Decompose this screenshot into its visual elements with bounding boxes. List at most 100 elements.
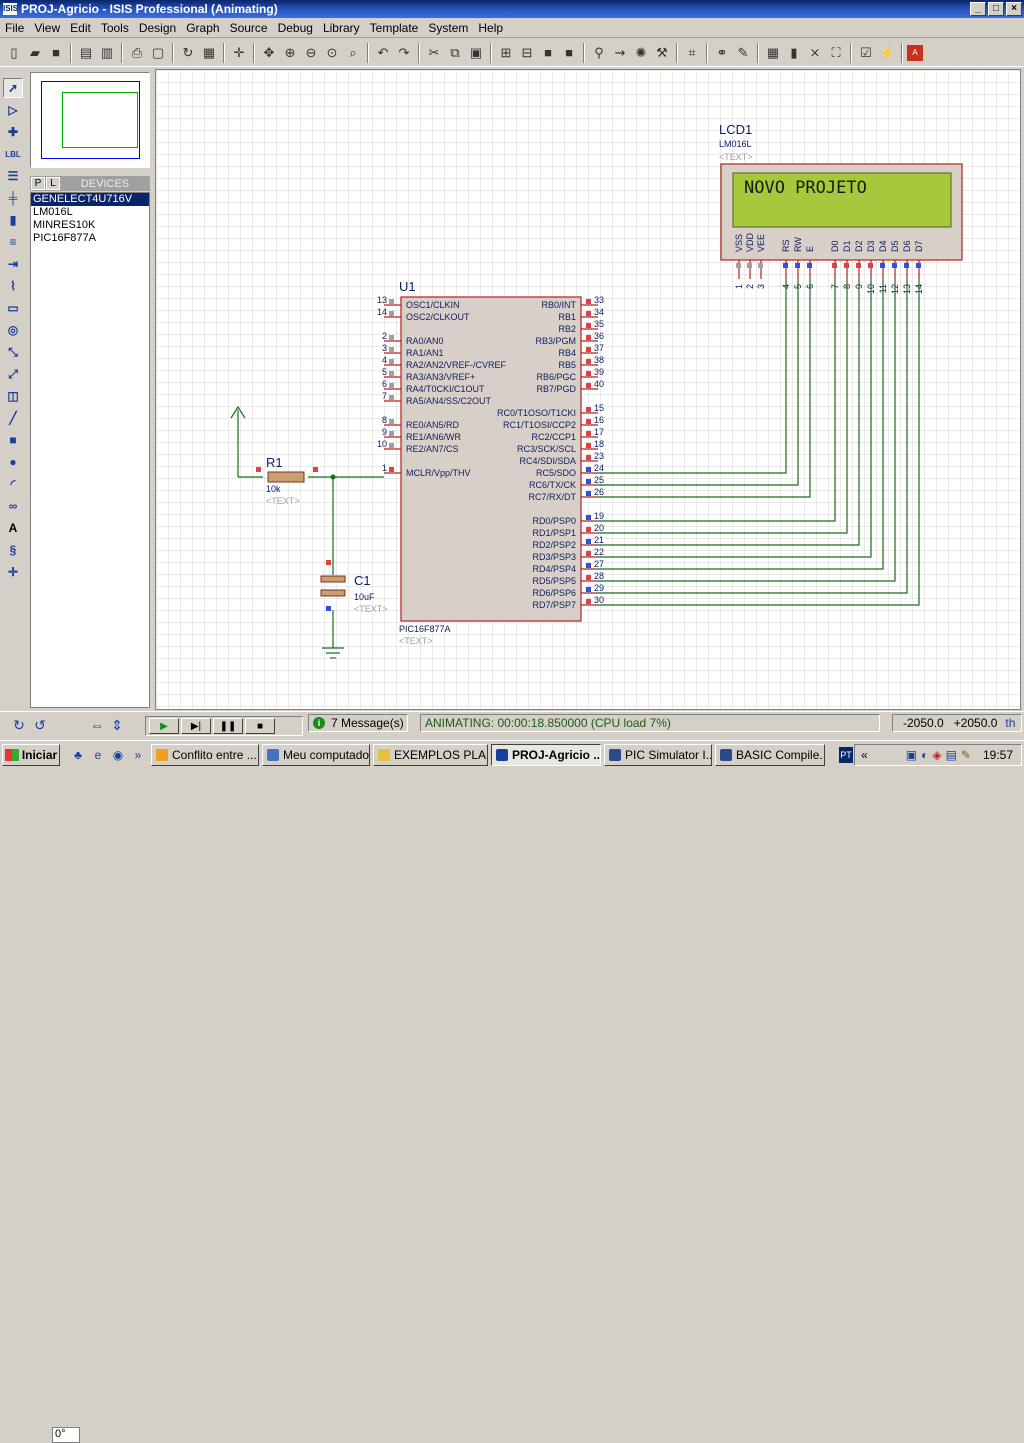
generator-icon[interactable]: ◎ [7, 323, 19, 337]
arc-icon[interactable]: ◜ [10, 477, 16, 491]
decompose-icon[interactable]: ⚒ [656, 44, 668, 60]
voltage-probe-icon[interactable]: ⤡ [8, 344, 18, 359]
tray-pen-icon[interactable]: ✎ [960, 748, 971, 762]
rotation-input[interactable]: 0° [52, 1427, 80, 1443]
print-icon[interactable]: ⎙ [131, 44, 143, 60]
make-device-icon[interactable]: ⇝ [614, 44, 626, 60]
wire-autorouter-icon[interactable]: ⌗ [688, 44, 696, 60]
grid-icon[interactable]: ▦ [202, 44, 216, 60]
search-tag-icon[interactable]: ⚭ [716, 44, 728, 60]
tray-chevron-icon[interactable]: « [861, 748, 868, 762]
exit-to-parent-icon[interactable]: ⨯ [809, 44, 821, 60]
mcu-body[interactable] [400, 296, 582, 622]
block-move-icon[interactable]: ⊟ [521, 44, 533, 60]
quicklaunch-media-icon[interactable]: ◉ [112, 747, 124, 762]
package-tool-icon[interactable]: ✺ [635, 44, 647, 60]
messages-panel[interactable]: i 7 Message(s) [308, 714, 408, 732]
box-icon[interactable]: ■ [9, 433, 17, 447]
new-sheet-icon[interactable]: ▦ [766, 44, 780, 60]
virtual-instrument-icon[interactable]: ◫ [7, 389, 19, 403]
device-pin-icon[interactable]: ⇥ [7, 257, 19, 271]
cut-icon[interactable]: ✂ [428, 44, 440, 60]
pause-button[interactable]: ❚❚ [213, 718, 243, 734]
mirror-x-icon[interactable]: ⇔ [90, 717, 104, 733]
netlist-icon[interactable]: ⚡ [878, 44, 896, 60]
device-item[interactable]: MINRES10K [33, 219, 96, 231]
close-button[interactable]: × [1006, 2, 1022, 16]
graph-icon[interactable]: ⌇ [10, 279, 16, 293]
current-probe-icon[interactable]: ⤢ [8, 366, 18, 381]
library-manager-button[interactable]: L [46, 177, 60, 190]
ares-icon[interactable]: A [907, 44, 923, 61]
line-icon[interactable]: ╱ [9, 411, 17, 425]
device-item[interactable]: GENELECT4U716V [31, 193, 149, 206]
redo-icon[interactable]: ↷ [398, 44, 410, 60]
menu-view[interactable]: View [34, 20, 61, 35]
wire-label-icon[interactable]: LBL [5, 149, 21, 159]
stop-button[interactable]: ■ [245, 718, 275, 734]
task-button[interactable]: EXEMPLOS PLA... [373, 743, 488, 766]
zoom-area-icon[interactable]: ⌕ [349, 44, 357, 60]
rotate-ccw-icon[interactable]: ↺ [34, 716, 46, 733]
open-folder-icon[interactable]: ▰ [30, 44, 40, 60]
tape-recorder-icon[interactable]: ▭ [7, 301, 19, 315]
rotate-cw-icon[interactable]: ↻ [13, 716, 25, 733]
remove-sheet-icon[interactable]: ▮ [790, 44, 798, 60]
menu-source[interactable]: Source [229, 20, 268, 35]
path-icon[interactable]: ∞ [8, 499, 18, 513]
tray-volume-icon[interactable]: ◐ [921, 748, 929, 762]
export-icon[interactable]: ▥ [100, 44, 114, 60]
play-button[interactable]: ▶ [149, 718, 179, 734]
marker-icon[interactable]: ✛ [7, 565, 19, 579]
quicklaunch-messenger-icon[interactable]: ♣ [74, 747, 82, 762]
pick-device-icon[interactable]: ⚲ [594, 44, 604, 60]
device-item[interactable]: PIC16F877A [33, 232, 96, 244]
selection-mode-icon[interactable]: ➚ [3, 78, 23, 98]
bus-icon[interactable]: ╪ [8, 191, 18, 205]
origin-icon[interactable]: ✛ [233, 44, 245, 60]
circle-icon[interactable]: ● [9, 455, 17, 469]
text-icon[interactable]: A [8, 521, 18, 535]
task-button[interactable]: Conflito entre ... [151, 743, 259, 766]
electrical-check-icon[interactable]: ☑ [860, 44, 872, 60]
print-area-icon[interactable]: ▢ [151, 44, 165, 60]
block-copy-icon[interactable]: ⊞ [500, 44, 512, 60]
menu-graph[interactable]: Graph [186, 20, 220, 35]
zoom-in-icon[interactable]: ⊕ [284, 44, 296, 60]
overview-window[interactable] [30, 72, 150, 168]
tray-monitor-icon[interactable]: ▤ [945, 748, 957, 762]
bill-of-materials-icon[interactable]: ⛶ [831, 44, 841, 60]
start-button[interactable]: Iniciar [2, 743, 60, 766]
undo-icon[interactable]: ↶ [377, 44, 389, 60]
mirror-y-icon[interactable]: ⇕ [111, 716, 123, 733]
zoom-out-icon[interactable]: ⊖ [305, 44, 317, 60]
minimize-button[interactable]: _ [970, 2, 986, 16]
subcircuit-icon[interactable]: ▮ [9, 213, 17, 227]
maximize-button[interactable]: □ [988, 2, 1004, 16]
quicklaunch-more-icon[interactable]: » [134, 747, 142, 762]
block-rotate-icon[interactable]: ■ [544, 45, 552, 60]
terminal-icon[interactable]: ≡ [9, 235, 17, 249]
r1-body[interactable] [267, 471, 305, 483]
task-button[interactable]: Meu computador [262, 743, 370, 766]
device-item[interactable]: LM016L [33, 206, 73, 218]
task-button[interactable]: BASIC Compile... [715, 743, 825, 766]
zoom-all-icon[interactable]: ⊙ [326, 44, 338, 60]
task-button[interactable]: PIC Simulator I... [604, 743, 712, 766]
quicklaunch-ie-icon[interactable]: e [94, 747, 102, 762]
c1-plate-top[interactable] [320, 575, 346, 583]
tray-antivirus-icon[interactable]: ◈ [932, 748, 942, 762]
import-icon[interactable]: ▤ [79, 44, 93, 60]
menu-template[interactable]: Template [369, 20, 419, 35]
menu-tools[interactable]: Tools [100, 20, 129, 35]
menu-file[interactable]: File [5, 20, 25, 35]
save-icon[interactable]: ■ [52, 45, 60, 60]
block-delete-icon[interactable]: ■ [565, 45, 573, 60]
property-tool-icon[interactable]: ✎ [737, 44, 749, 60]
new-file-icon[interactable]: ▯ [10, 44, 18, 60]
symbol-icon[interactable]: § [9, 543, 17, 557]
step-button[interactable]: ▶| [181, 718, 211, 734]
text-script-icon[interactable]: ☰ [7, 169, 19, 183]
pan-icon[interactable]: ✥ [263, 44, 275, 60]
